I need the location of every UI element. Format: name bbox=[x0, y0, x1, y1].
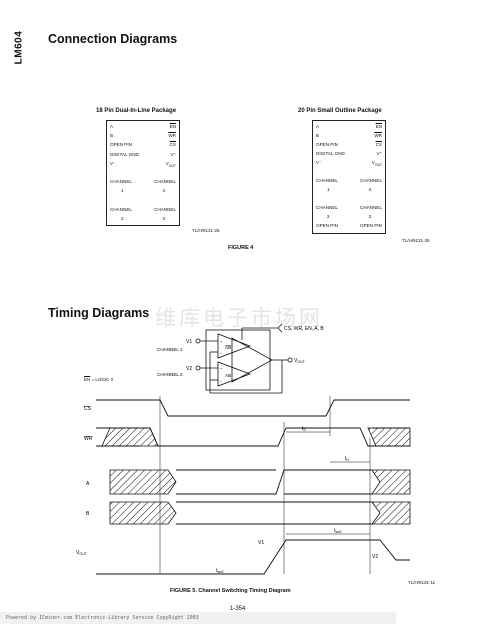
pin-label-left: 2 bbox=[121, 216, 124, 221]
pin-label-right: V⁺ bbox=[170, 151, 177, 157]
page-number: 1-354 bbox=[230, 606, 246, 612]
pin-label-subscript: OUT bbox=[168, 163, 176, 168]
part-number-label: LM604 bbox=[13, 30, 25, 65]
schematic-plus-2: + bbox=[220, 366, 223, 371]
v2-marker: V2 bbox=[372, 554, 378, 560]
schematic-minus-2: − bbox=[220, 379, 223, 384]
pin-label-left: A bbox=[110, 124, 114, 129]
schematic-v2: V2 bbox=[186, 366, 192, 372]
pin-label-right: VOUT bbox=[371, 160, 382, 167]
amplifier-1 bbox=[217, 333, 252, 359]
pin-label-right: VOUT bbox=[165, 160, 176, 168]
amplifier-2 bbox=[217, 361, 252, 387]
pin-label-left: OPEN PIN bbox=[110, 142, 132, 148]
pin-label-right: CS bbox=[375, 142, 382, 147]
b-hatch-right bbox=[371, 501, 411, 525]
pin-label-right: WR bbox=[374, 133, 382, 138]
pin-label-left: OPEN PIN bbox=[316, 223, 338, 228]
pin-label-right: V⁺ bbox=[376, 151, 383, 156]
pin-label-right: 4 bbox=[162, 188, 165, 194]
a-hatch-right bbox=[371, 469, 411, 495]
connection-diagrams-title: Connection Diagrams bbox=[48, 32, 178, 46]
b-label: B bbox=[86, 511, 90, 517]
soic-drawing-code: TL/H/9131-26 bbox=[402, 238, 430, 243]
timing-drawing-code: TL/H/9131-11 bbox=[408, 580, 436, 585]
channel-switch-schematic: CS, WR, EN, A, B V1 V2 CHANNEL 1 CHANNEL… bbox=[157, 323, 324, 394]
pin-label-left: 2 bbox=[327, 214, 330, 219]
figure-4-caption: FIGURE 4 bbox=[228, 245, 254, 251]
soic-package-title: 20 Pin Small Outline Package bbox=[298, 108, 382, 114]
dip-package-title: 18 Pin Dual-In-Line Package bbox=[96, 108, 177, 114]
schematic-minus-1: − bbox=[220, 351, 223, 356]
schematic-vout: VOUT bbox=[294, 358, 306, 364]
schematic-ab-2: AB bbox=[225, 373, 231, 378]
wr-hatch-right bbox=[367, 427, 411, 447]
pin-label-right: WR bbox=[168, 133, 176, 139]
a-waveform bbox=[176, 469, 372, 495]
tsw2-top-marker: tsw2 bbox=[334, 528, 342, 534]
pin-label-right: CHANNEL bbox=[154, 206, 176, 212]
timing-diagrams-title: Timing Diagrams bbox=[48, 306, 150, 320]
pin-label-right: CHANNEL bbox=[360, 205, 382, 210]
pin-label-left: DIGITAL GND bbox=[316, 151, 345, 156]
footer-banner: Powered by ICminer.com Electronic-Librar… bbox=[0, 612, 396, 624]
pin-label-right: 3 bbox=[368, 214, 371, 219]
pin-label-left: V⁻ bbox=[316, 160, 322, 165]
figure-5-caption: FIGURE 5. Channel Switching Timing Diagr… bbox=[170, 588, 291, 594]
pin-label-right: CHANNEL bbox=[154, 179, 176, 185]
pin-label-right: EN bbox=[375, 124, 382, 129]
wr-label: WR bbox=[84, 436, 93, 442]
a-label: A bbox=[86, 481, 90, 487]
pin-label-left: 1 bbox=[121, 188, 124, 194]
pin-label-right: EN bbox=[169, 124, 176, 129]
pin-label-left: CHANNEL bbox=[316, 178, 338, 183]
pin-label-right: 3 bbox=[162, 216, 165, 221]
vout-waveform bbox=[96, 539, 410, 575]
timing-waveforms: CS WR A B VOUT tS tH tsw2 tsw2 V1 V2 bbox=[76, 396, 411, 575]
watermark: 维库电子市场网 bbox=[155, 306, 323, 330]
v1-marker: V1 bbox=[258, 540, 264, 546]
pin-label-left: DIGITAL GND bbox=[110, 151, 139, 157]
schematic-channel-2: CHANNEL 2 bbox=[157, 372, 183, 377]
pin-label-right: 4 bbox=[368, 187, 371, 192]
pin-label-right: CHANNEL bbox=[360, 178, 382, 183]
pin-label-right: OPEN PIN bbox=[360, 223, 382, 228]
pin-label-right: CS bbox=[169, 142, 176, 148]
pin-label-left: A bbox=[316, 124, 320, 129]
schematic-plus-1: + bbox=[220, 339, 223, 344]
wr-hatch-left bbox=[101, 427, 159, 447]
pin-label-left: CHANNEL bbox=[110, 179, 132, 185]
schematic-ab-1: AB bbox=[225, 345, 231, 350]
pin-label-subscript: OUT bbox=[374, 162, 382, 167]
output-buffer bbox=[231, 337, 273, 383]
dip-drawing-code: TL/H/9131-25 bbox=[192, 228, 220, 233]
pin-label-left: OPEN PIN bbox=[316, 142, 338, 147]
schematic-v1: V1 bbox=[186, 339, 192, 345]
pin-label-left: CHANNEL bbox=[110, 206, 132, 212]
vout-label: VOUT bbox=[76, 550, 88, 556]
en-logic-note: EN = LOGIC 0 bbox=[84, 377, 114, 382]
th-marker: tH bbox=[345, 456, 349, 462]
pin-label-left: 1 bbox=[327, 187, 330, 192]
schematic-box bbox=[205, 329, 271, 391]
schematic-control-label: CS, WR, EN, A, B bbox=[284, 326, 324, 332]
pin-label-left: V⁻ bbox=[110, 160, 116, 166]
pin-label-left: B bbox=[110, 133, 114, 139]
tsw2-bottom-marker: tsw2 bbox=[216, 568, 224, 574]
cs-label: CS bbox=[84, 406, 92, 412]
schematic-channel-1: CHANNEL 1 bbox=[157, 347, 183, 352]
b-hatch-left bbox=[109, 501, 177, 525]
a-hatch-left bbox=[109, 469, 177, 495]
cs-waveform bbox=[96, 399, 410, 417]
ts-marker: tS bbox=[302, 426, 306, 432]
pin-label-left: CHANNEL bbox=[316, 205, 338, 210]
pin-label-left: B bbox=[316, 133, 320, 138]
